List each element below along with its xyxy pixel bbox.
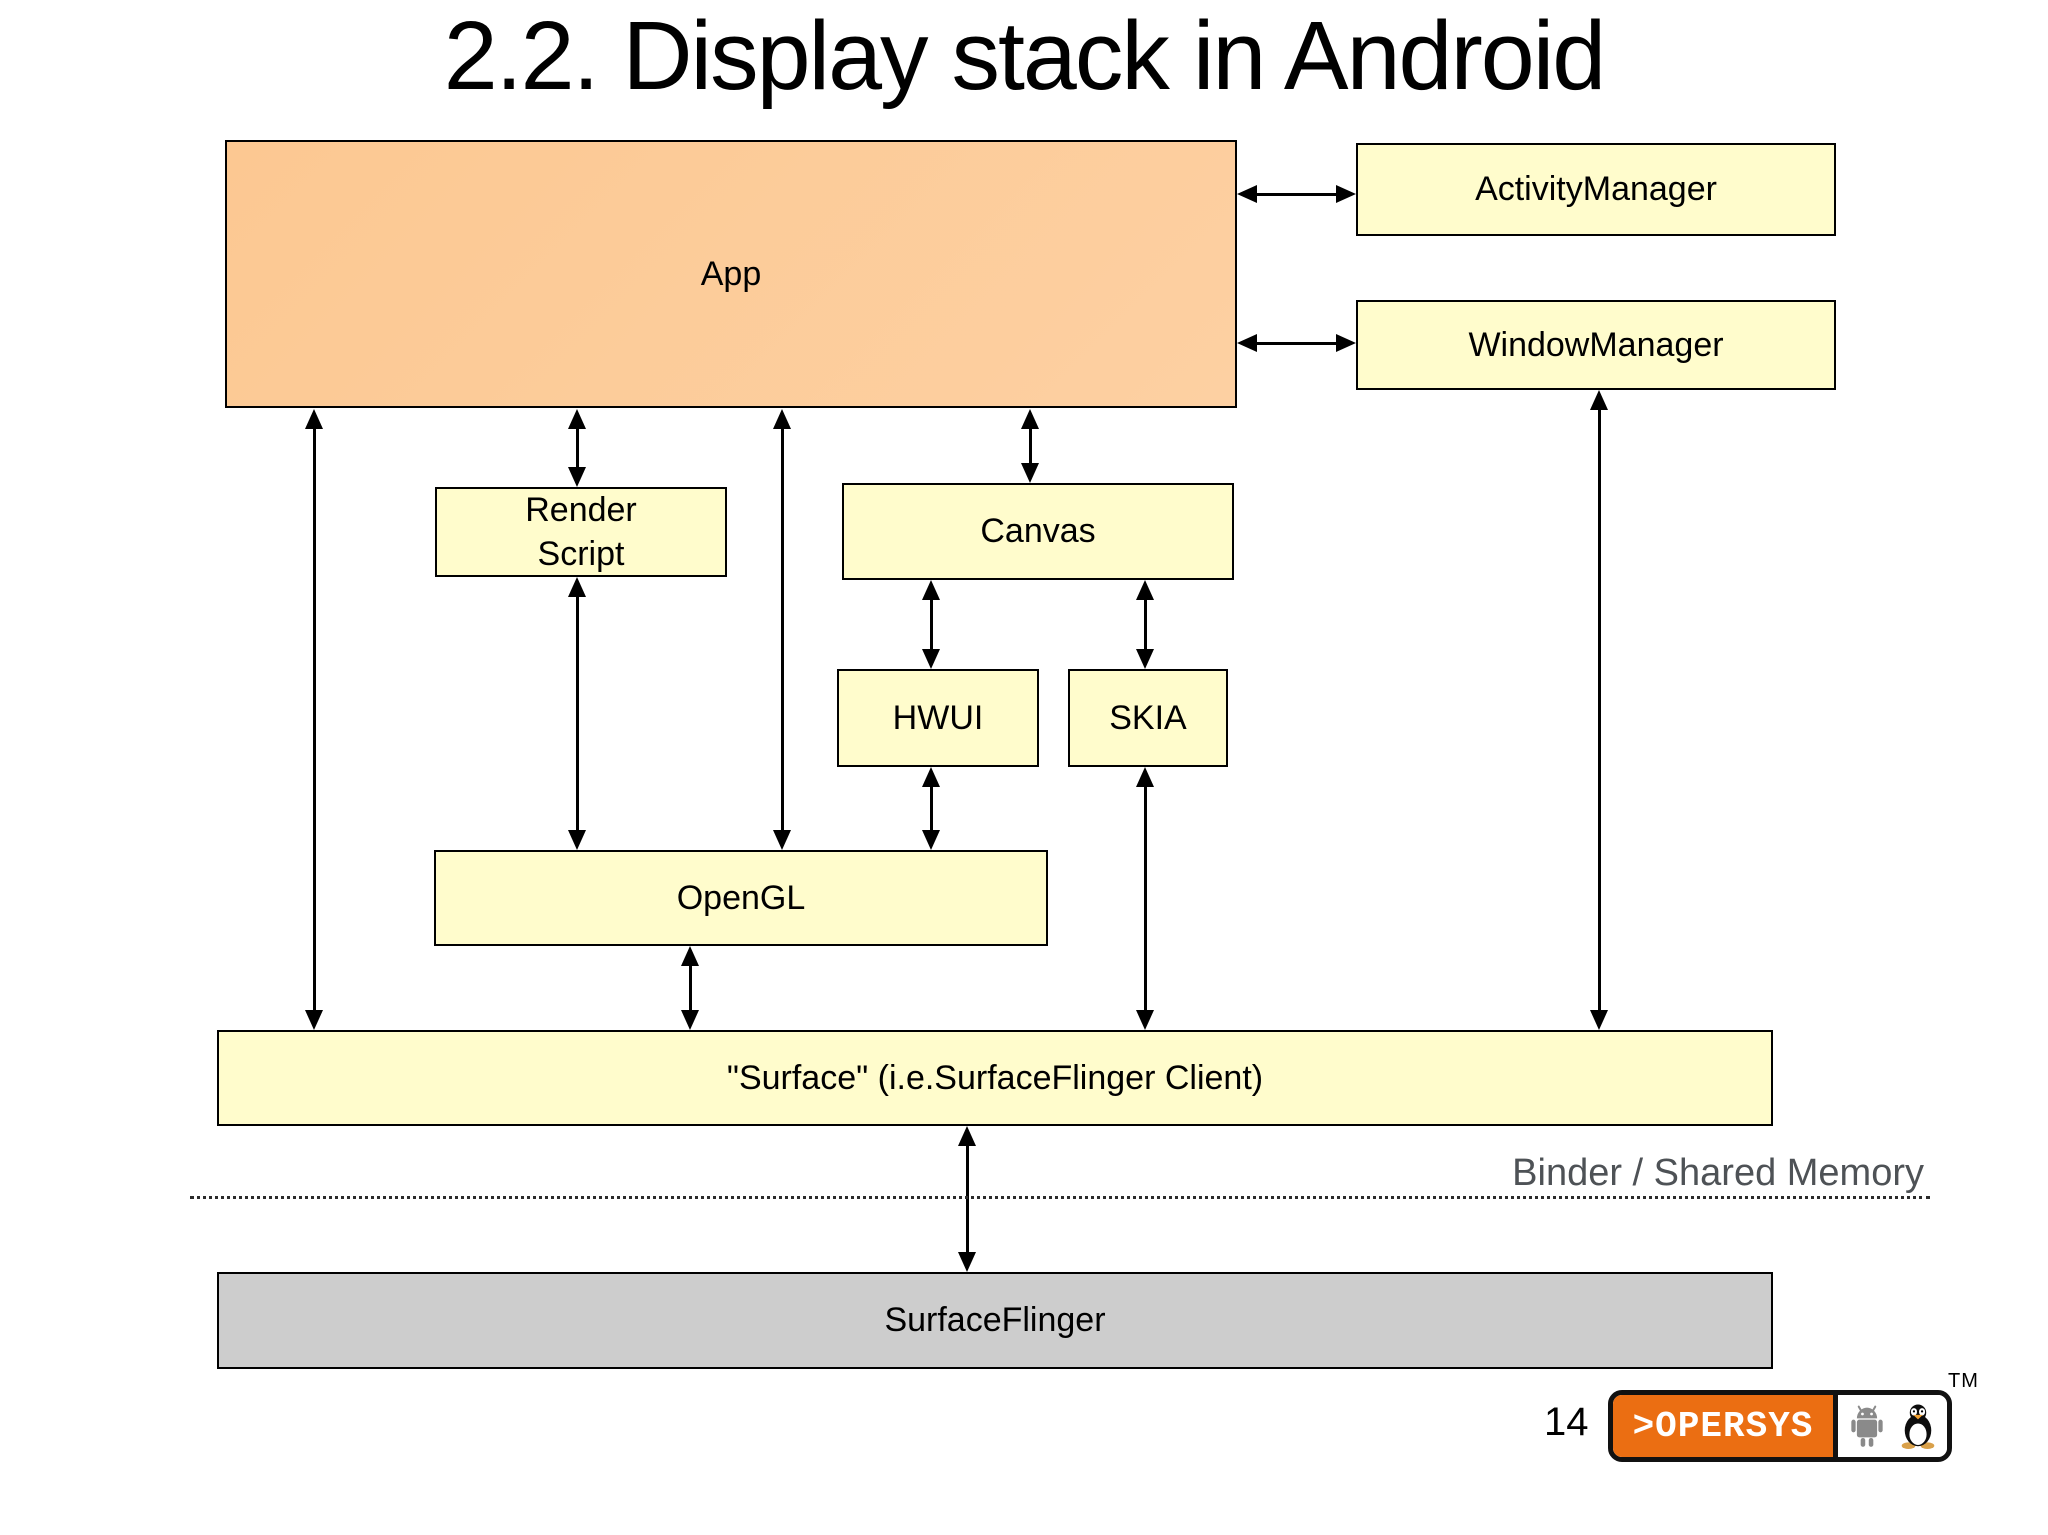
arrowhead-up	[922, 767, 940, 787]
arrow-app-opengl	[773, 409, 791, 850]
binder-separator-line	[190, 1196, 1930, 1199]
arrow-app-surface	[305, 409, 323, 1030]
arrow-window-manager-surface	[1590, 390, 1608, 1030]
node-surface-flinger: SurfaceFlinger	[217, 1272, 1773, 1369]
arrowhead-down	[1136, 649, 1154, 669]
arrowhead-up	[773, 409, 791, 429]
arrowhead-down	[922, 649, 940, 669]
arrowhead-up	[568, 577, 586, 597]
arrowhead-left	[1237, 185, 1257, 203]
arrow-hwui-opengl	[922, 767, 940, 850]
arrowhead-up	[681, 946, 699, 966]
tux-icon	[1901, 1404, 1935, 1449]
arrowhead-down	[773, 830, 791, 850]
arrowhead-down	[568, 830, 586, 850]
arrowhead-up	[958, 1126, 976, 1146]
arrowhead-up	[1590, 390, 1608, 410]
arrowhead-right	[1336, 185, 1356, 203]
logo-icons	[1838, 1395, 1947, 1457]
arrowhead-up	[305, 409, 323, 429]
arrowhead-right	[1336, 334, 1356, 352]
binder-label: Binder / Shared Memory	[1512, 1152, 1924, 1194]
arrow-canvas-hwui	[922, 580, 940, 669]
arrowhead-down	[568, 467, 586, 487]
arrowhead-down	[1590, 1010, 1608, 1030]
opersys-logo-text: >OPERSYS	[1632, 1405, 1814, 1447]
node-opengl: OpenGL	[434, 850, 1048, 946]
node-canvas: Canvas	[842, 483, 1234, 580]
arrow-canvas-skia	[1136, 580, 1154, 669]
node-skia: SKIA	[1068, 669, 1228, 767]
arrow-app-activity-manager	[1237, 185, 1356, 203]
arrowhead-down	[681, 1010, 699, 1030]
arrowhead-up	[568, 409, 586, 429]
slide-title: 2.2. Display stack in Android	[443, 1, 1607, 110]
node-activity-manager: ActivityManager	[1356, 143, 1836, 236]
page-number: 14	[1544, 1400, 1589, 1444]
arrowhead-up	[1136, 767, 1154, 787]
arrowhead-down	[1021, 463, 1039, 483]
opersys-logo: >OPERSYS	[1608, 1390, 1952, 1462]
arrow-opengl-surface	[681, 946, 699, 1030]
node-app: App	[225, 140, 1237, 408]
arrowhead-up	[1136, 580, 1154, 600]
arrowhead-down	[1136, 1010, 1154, 1030]
arrow-app-render-script	[568, 409, 586, 487]
opersys-wordmark: >OPERSYS	[1613, 1395, 1838, 1457]
android-robot-icon	[1851, 1405, 1883, 1447]
arrowhead-down	[922, 830, 940, 850]
trademark-label: TM	[1948, 1370, 1979, 1392]
node-window-manager: WindowManager	[1356, 300, 1836, 390]
arrow-skia-surface	[1136, 767, 1154, 1030]
arrowhead-up	[1021, 409, 1039, 429]
node-surface: "Surface" (i.e.SurfaceFlinger Client)	[217, 1030, 1773, 1126]
arrow-render-script-opengl	[568, 577, 586, 850]
arrowhead-down	[305, 1010, 323, 1030]
node-render-script: Render Script	[435, 487, 727, 577]
arrowhead-left	[1237, 334, 1257, 352]
arrow-app-canvas	[1021, 409, 1039, 483]
arrowhead-down	[958, 1252, 976, 1272]
arrowhead-up	[922, 580, 940, 600]
arrow-surface-surface-flinger	[958, 1126, 976, 1272]
arrow-app-window-manager	[1237, 334, 1356, 352]
node-hwui: HWUI	[837, 669, 1039, 767]
